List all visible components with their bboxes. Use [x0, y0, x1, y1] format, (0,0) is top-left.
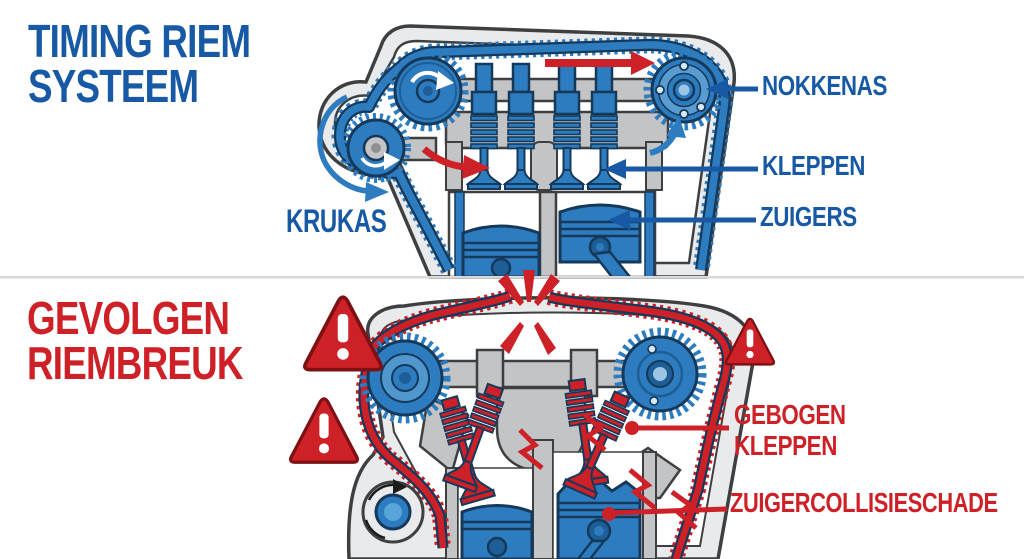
camshaft-sprocket-right — [613, 327, 707, 421]
leader-zuigercollisieschade — [602, 506, 728, 521]
label-zuigers: ZUIGERS — [760, 201, 857, 232]
crankshaft-sprocket — [341, 113, 411, 183]
airflow-arrow-left — [421, 146, 490, 179]
leader-gebogen-kleppen — [625, 421, 729, 435]
label-nokkenas: NOKKENAS — [762, 70, 887, 101]
belt-direction-arrow-top — [545, 51, 655, 75]
section-title-riembreuk: GEVOLGEN RIEMBREUK — [27, 292, 243, 389]
label-gebogen-kleppen: GEBOGEN KLEPPEN — [734, 399, 846, 461]
title-line-2: RIEMBREUK — [27, 337, 243, 389]
label-kleppen: KLEPPEN — [762, 150, 865, 181]
piston-right-damaged — [556, 477, 642, 559]
title-line-2: SYSTEEM — [28, 60, 199, 112]
crankshaft-pulley — [361, 479, 425, 544]
piston-left — [460, 504, 534, 559]
title-line-1: TIMING RIEM — [28, 15, 251, 67]
broken-belt-left — [355, 288, 513, 549]
title-line-1: GEVOLGEN — [27, 292, 230, 344]
timing-belt-system-diagram — [317, 24, 758, 279]
page-title: TIMING RIEM SYSTEEM — [28, 15, 251, 112]
camshaft-sprocket-left — [359, 332, 451, 424]
warning-icon — [288, 397, 360, 464]
piston-left — [461, 224, 541, 279]
leader-nokkenas — [706, 79, 758, 99]
section-divider — [0, 276, 1024, 279]
leader-zuigers — [608, 210, 756, 230]
label-zuigercollisieschade: ZUIGERCOLLISIESCHADE — [730, 487, 998, 518]
leader-kleppen — [604, 159, 758, 179]
belt-failure-diagram — [288, 270, 776, 559]
airflow-arrow-right — [649, 116, 686, 156]
crank-rotation-arrow — [317, 94, 389, 202]
label-krukas: KRUKAS — [286, 203, 387, 239]
belt-snap-burst-icon — [498, 270, 560, 355]
camshaft-sprocket-left — [387, 50, 469, 132]
